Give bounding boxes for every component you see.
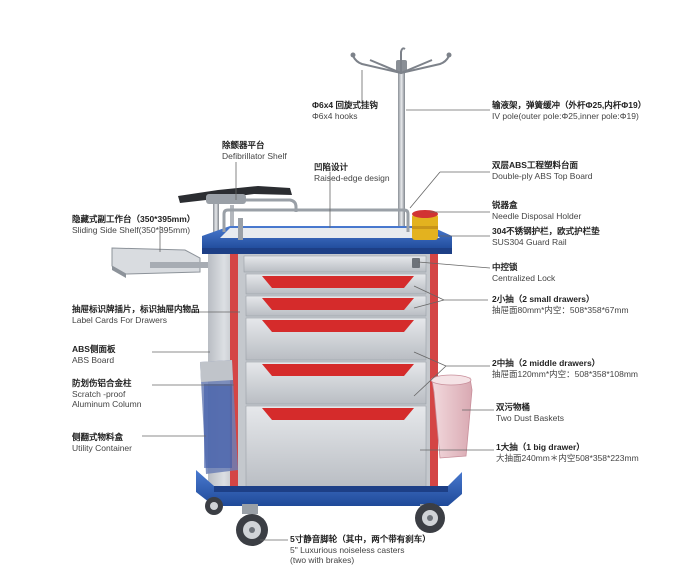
utility-container bbox=[200, 360, 238, 474]
label-side-shelf-en: Sliding Side Shelf(350*395mm) bbox=[72, 224, 191, 235]
label-iv-hooks: Φ6x4 回旋式挂钩 Φ6x4 hooks bbox=[312, 100, 378, 121]
label-defibrillator-en: Defibrillator Shelf bbox=[222, 150, 287, 161]
middle-drawer-2 bbox=[245, 361, 427, 405]
label-raised-edge-en: Raised-edge design bbox=[314, 172, 390, 183]
label-casters-en2: (two with brakes) bbox=[290, 555, 355, 565]
label-casters-cn: 5寸静音脚轮（其中，两个带有刹车） bbox=[290, 534, 431, 544]
label-needle-holder: 锐器盒 Needle Disposal Holder bbox=[492, 200, 581, 221]
label-central-lock: 中控锁 Centralized Lock bbox=[492, 262, 555, 283]
label-small-drawers-spec: 抽屉面80mm*内空：508*358*67mm bbox=[492, 304, 629, 315]
label-dust-baskets-en: Two Dust Baskets bbox=[496, 412, 565, 423]
needle-disposal-holder bbox=[412, 210, 438, 240]
label-needle-holder-cn: 锐器盒 bbox=[492, 200, 518, 210]
label-guard-rail: 304不锈钢护栏，欧式护栏垫 SUS304 Guard Rail bbox=[492, 226, 600, 247]
label-abs-board-cn: ABS侧面板 bbox=[72, 344, 116, 354]
label-label-cards: 抽屉标识牌插片，标识抽屉内物品 Label Cards For Drawers bbox=[72, 304, 200, 325]
label-central-lock-en: Centralized Lock bbox=[492, 272, 556, 283]
caster-front-left bbox=[236, 504, 268, 546]
label-middle-drawers: 2中抽（2 middle drawers） 抽屉面120mm*内空：508*35… bbox=[492, 358, 638, 379]
base-frame bbox=[196, 470, 462, 506]
dust-baskets bbox=[430, 374, 473, 459]
label-raised-edge: 凹陷设计 Raised-edge design bbox=[314, 162, 390, 183]
label-guard-rail-en: SUS304 Guard Rail bbox=[492, 236, 567, 247]
label-big-drawer: 1大抽（1 big drawer） 大抽面240mm＊内空508*358*223… bbox=[496, 442, 639, 463]
label-iv-pole-cn: 输液架，弹簧缓冲（外杆Φ25,内杆Φ19） bbox=[492, 100, 647, 110]
label-label-cards-en: Label Cards For Drawers bbox=[72, 314, 167, 325]
label-defibrillator-cn: 除颤器平台 bbox=[222, 140, 265, 150]
label-utility-container-en: Utility Container bbox=[72, 442, 132, 453]
label-raised-edge-cn: 凹陷设计 bbox=[314, 162, 349, 172]
label-middle-drawers-cn: 2中抽（2 middle drawers） bbox=[492, 358, 601, 368]
label-small-drawers: 2小抽（2 small drawers） 抽屉面80mm*内空：508*358*… bbox=[492, 294, 629, 315]
label-top-board-en: Double-ply ABS Top Board bbox=[492, 170, 593, 181]
label-iv-hooks-cn: Φ6x4 回旋式挂钩 bbox=[312, 100, 379, 110]
label-needle-holder-en: Needle Disposal Holder bbox=[492, 210, 582, 221]
caster-rear bbox=[205, 497, 223, 515]
label-iv-pole-en: IV pole(outer pole:Φ25,inner pole:Φ19) bbox=[492, 110, 639, 121]
label-abs-board-en: ABS Board bbox=[72, 354, 115, 365]
label-dust-baskets: 双污物桶 Two Dust Baskets bbox=[496, 402, 564, 423]
label-dust-baskets-cn: 双污物桶 bbox=[496, 402, 531, 412]
lock-strip bbox=[243, 255, 427, 273]
label-iv-pole: 输液架，弹簧缓冲（外杆Φ25,内杆Φ19） IV pole(outer pole… bbox=[492, 100, 646, 121]
middle-drawer-1 bbox=[245, 317, 427, 361]
label-central-lock-cn: 中控锁 bbox=[492, 262, 518, 272]
label-abs-board: ABS侧面板 ABS Board bbox=[72, 344, 115, 365]
label-big-drawer-cn: 1大抽（1 big drawer） bbox=[496, 442, 585, 452]
label-top-board: 双层ABS工程塑料台面 Double-ply ABS Top Board bbox=[492, 160, 593, 181]
label-middle-drawers-spec: 抽屉面120mm*内空：508*358*108mm bbox=[492, 368, 638, 379]
label-casters-en: 5" Luxurious noiseless casters bbox=[290, 544, 405, 555]
label-aluminum-column: 防划伤铝合金柱 Scratch -proof Aluminum Column bbox=[72, 378, 141, 410]
label-iv-hooks-en: Φ6x4 hooks bbox=[312, 110, 358, 121]
label-label-cards-cn: 抽屉标识牌插片，标识抽屉内物品 bbox=[72, 304, 200, 314]
leader-lines bbox=[142, 70, 494, 541]
label-aluminum-column-en2: Aluminum Column bbox=[72, 399, 142, 409]
label-defibrillator: 除颤器平台 Defibrillator Shelf bbox=[222, 140, 287, 161]
label-side-shelf-cn: 隐藏式副工作台（350*395mm） bbox=[72, 214, 196, 224]
label-aluminum-column-cn: 防划伤铝合金柱 bbox=[72, 378, 132, 388]
guard-rail bbox=[222, 208, 410, 240]
small-drawer-2 bbox=[245, 295, 427, 317]
label-aluminum-column-en: Scratch -proof bbox=[72, 388, 126, 399]
label-utility-container: 侧翻式物料盒 Utility Container bbox=[72, 432, 132, 453]
big-drawer bbox=[245, 405, 427, 489]
sliding-side-shelf bbox=[111, 247, 210, 278]
top-board bbox=[202, 226, 452, 254]
label-top-board-cn: 双层ABS工程塑料台面 bbox=[492, 160, 578, 170]
caster-front-right bbox=[415, 503, 445, 533]
iv-pole bbox=[350, 47, 452, 258]
label-small-drawers-cn: 2小抽（2 small drawers） bbox=[492, 294, 595, 304]
label-casters: 5寸静音脚轮（其中，两个带有刹车） 5" Luxurious noiseless… bbox=[290, 534, 431, 566]
label-guard-rail-cn: 304不锈钢护栏，欧式护栏垫 bbox=[492, 226, 600, 236]
label-side-shelf: 隐藏式副工作台（350*395mm） Sliding Side Shelf(35… bbox=[72, 214, 195, 235]
label-big-drawer-spec: 大抽面240mm＊内空508*358*223mm bbox=[496, 452, 639, 463]
label-utility-container-cn: 侧翻式物料盒 bbox=[72, 432, 124, 442]
small-drawer-1 bbox=[245, 273, 427, 295]
